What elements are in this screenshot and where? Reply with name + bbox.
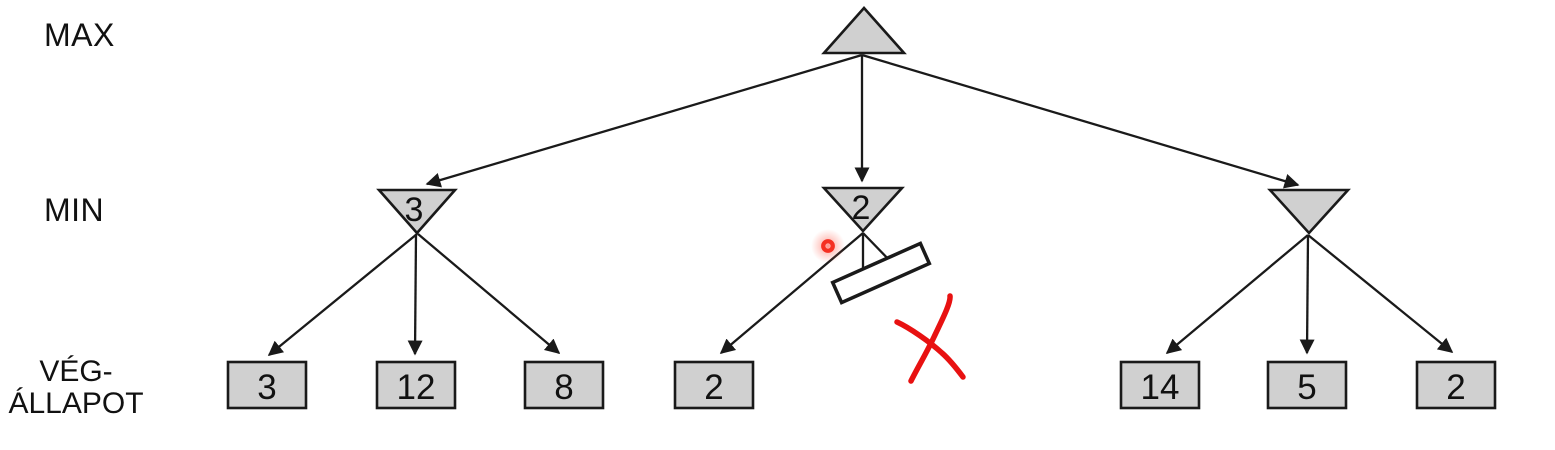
terminal-box-2: 12 [375, 360, 457, 410]
terminal-box-3: 8 [523, 360, 605, 410]
edges-level-1 [425, 53, 1300, 189]
terminal-value: 5 [1297, 368, 1316, 407]
edge-min-right-to-terminal-5 [1165, 234, 1309, 354]
min-node-left-triangle [376, 188, 458, 235]
min-node-middle: 2 [821, 186, 905, 233]
terminal-box-6: 5 [1266, 360, 1348, 410]
min-node-right [1267, 188, 1351, 235]
terminal-box-5-rect [1119, 360, 1201, 410]
terminal-box-4: 2 [673, 360, 755, 410]
terminal-value: 14 [1141, 368, 1180, 407]
min-node-middle-triangle [821, 186, 905, 233]
row-label-terminal: VÉG- ÁLLAPOT [8, 355, 143, 420]
prune-x-mark [894, 293, 966, 384]
min-node-left-value: 3 [405, 191, 424, 229]
terminal-box-7-rect [1415, 360, 1497, 410]
terminal-value: 2 [1446, 368, 1465, 407]
terminal-box-7: 2 [1415, 360, 1497, 410]
prune-marker-rect-shape [830, 241, 932, 305]
terminal-box-1-rect [226, 360, 308, 410]
terminal-box-4-rect [673, 360, 755, 410]
terminal-value: 8 [554, 368, 573, 407]
max-node [821, 6, 907, 55]
terminal-value: 3 [257, 368, 276, 407]
terminal-box-6-rect [1266, 360, 1348, 410]
row-label-terminal-line2: ÁLLAPOT [8, 387, 143, 420]
terminal-box-5: 14 [1119, 360, 1201, 410]
terminal-box-1: 3 [226, 360, 308, 410]
terminal-value: 12 [397, 368, 436, 407]
prune-x-stroke-1 [908, 293, 953, 384]
min-node-middle-value: 2 [852, 189, 871, 227]
min-node-left: 3 [376, 188, 458, 235]
terminal-box-3-rect [523, 360, 605, 410]
pointer-dot [811, 229, 845, 263]
row-label-min: MIN [44, 192, 104, 228]
edge-min-left-to-terminal-1 [267, 233, 418, 356]
pointer-dot-glow [811, 229, 845, 263]
prune-marker-rectangle [830, 241, 932, 305]
row-label-terminal-line1: VÉG- [39, 355, 112, 388]
edge-min-left-to-terminal-2 [407, 233, 423, 356]
edge-min-right-to-terminal-6 [1299, 234, 1315, 355]
edge-max-to-min-right [861, 53, 1300, 189]
row-label-max: MAX [44, 17, 115, 53]
edge-min-left-to-terminal-3 [417, 233, 561, 354]
prune-x-stroke-2 [894, 319, 966, 380]
edge-min-right-to-terminal-7 [1307, 234, 1454, 353]
edge-max-to-min-left [425, 53, 863, 188]
pointer-dot-ring [821, 239, 835, 253]
terminal-value: 2 [704, 368, 723, 407]
terminal-box-2-rect [375, 360, 457, 410]
terminal-row: 3 12 8 2 14 5 [226, 360, 1497, 410]
